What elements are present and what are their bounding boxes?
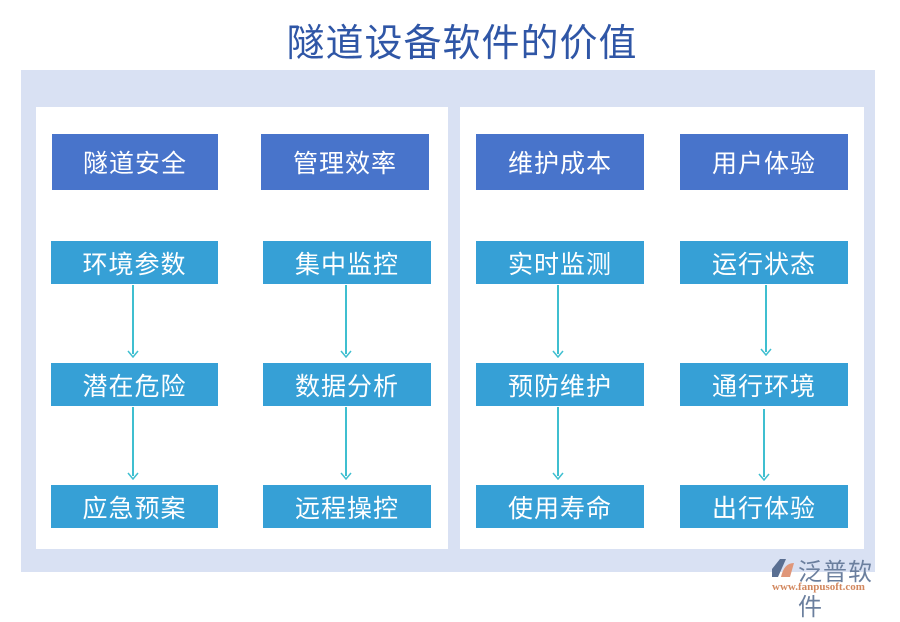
header-tunnel-safety: 隧道安全: [52, 134, 218, 190]
arrow-down-icon: [127, 407, 139, 480]
arrow-down-icon: [127, 285, 139, 358]
node-realtime-monitoring: 实时监测: [476, 241, 644, 284]
brand-logo: 泛普软件 www.fanpusoft.com: [770, 556, 895, 621]
logo-mark-icon: [772, 559, 794, 577]
node-service-life: 使用寿命: [476, 485, 644, 528]
arrow-down-icon: [552, 285, 564, 358]
node-environment-params: 环境参数: [51, 241, 218, 284]
arrow-down-icon: [758, 409, 770, 481]
node-emergency-plan: 应急预案: [51, 485, 218, 528]
header-maintenance-cost: 维护成本: [476, 134, 644, 190]
node-data-analysis: 数据分析: [263, 363, 431, 406]
node-travel-experience: 出行体验: [680, 485, 848, 528]
arrow-down-icon: [340, 407, 352, 480]
node-preventive-maintenance: 预防维护: [476, 363, 644, 406]
page-title: 隧道设备软件的价值: [286, 21, 638, 65]
node-centralized-monitoring: 集中监控: [263, 241, 431, 284]
header-management-efficiency: 管理效率: [261, 134, 429, 190]
arrow-down-icon: [552, 407, 564, 480]
arrow-down-icon: [760, 285, 772, 356]
header-user-experience: 用户体验: [680, 134, 848, 190]
arrow-down-icon: [340, 285, 352, 358]
node-potential-danger: 潜在危险: [51, 363, 218, 406]
node-operating-status: 运行状态: [680, 241, 848, 284]
logo-url: www.fanpusoft.com: [772, 581, 865, 593]
node-remote-control: 远程操控: [263, 485, 431, 528]
node-traffic-environment: 通行环境: [680, 363, 848, 406]
